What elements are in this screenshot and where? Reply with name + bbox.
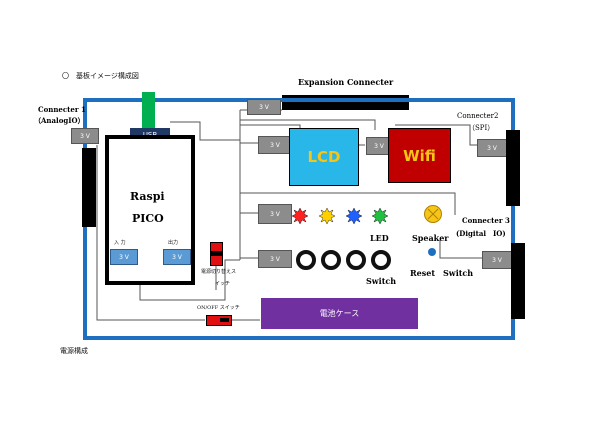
connector2-title: Connecter2	[457, 112, 499, 120]
speaker-icon	[424, 205, 442, 223]
switch-label: Switch	[366, 276, 397, 286]
led-red	[291, 207, 309, 225]
switch-4-icon	[371, 250, 391, 270]
wifi-module: Wifi	[388, 128, 451, 183]
expansion-title: Expansion Connecter	[298, 77, 394, 87]
footer-label: 電源構成	[60, 347, 88, 355]
power-select-label: 電源切り替えス	[201, 269, 237, 275]
onoff-switch	[206, 315, 232, 326]
connector1-header	[82, 148, 96, 227]
connector1-3v-label: 3 V	[71, 128, 99, 144]
switch-3v-label: 3 V	[258, 250, 292, 268]
connector3-subtitle: (Digital IO)	[456, 229, 506, 238]
expansion-3v-label: 3 V	[247, 99, 281, 115]
lcd-module: LCD	[289, 128, 359, 186]
switch-1-icon	[296, 250, 316, 270]
led-blue	[345, 207, 363, 225]
led-green	[371, 207, 389, 225]
connector1-title: Connecter 1	[38, 105, 86, 114]
diagram-caption: 〇 基板イメージ構成図	[62, 72, 139, 80]
connector1-subtitle: （AnalogIO）	[34, 116, 85, 125]
speaker-label: Speaker	[412, 233, 449, 243]
connector2-subtitle: （SPI）	[468, 124, 495, 132]
power-select-label-2: イッチ	[215, 281, 231, 287]
pico-output-label: 出力	[168, 240, 179, 246]
switch-2-icon	[321, 250, 341, 270]
pico-name-line2: PICO	[132, 212, 164, 225]
reset-switch-label: Reset Switch	[410, 268, 474, 278]
connector3-title: Connecter 3	[462, 216, 510, 225]
usb-plug	[142, 92, 155, 130]
led-label: LED	[370, 233, 389, 243]
power-select-switch	[210, 242, 223, 266]
reset-button-icon	[428, 248, 436, 256]
pico-name-line1: Raspi	[130, 190, 165, 203]
connector3-header	[511, 243, 525, 319]
pico-output-3v: 3 V	[163, 249, 191, 265]
onoff-label: ON/OFF スイッチ	[197, 305, 240, 311]
led-yellow	[318, 207, 336, 225]
battery-case: 電池ケース	[261, 298, 418, 329]
pico-input-3v: 3 V	[110, 249, 138, 265]
pico-input-label: 入 力	[114, 240, 126, 246]
switch-3-icon	[346, 250, 366, 270]
led-3v-label: 3 V	[258, 204, 292, 224]
connector2-header	[506, 130, 520, 206]
